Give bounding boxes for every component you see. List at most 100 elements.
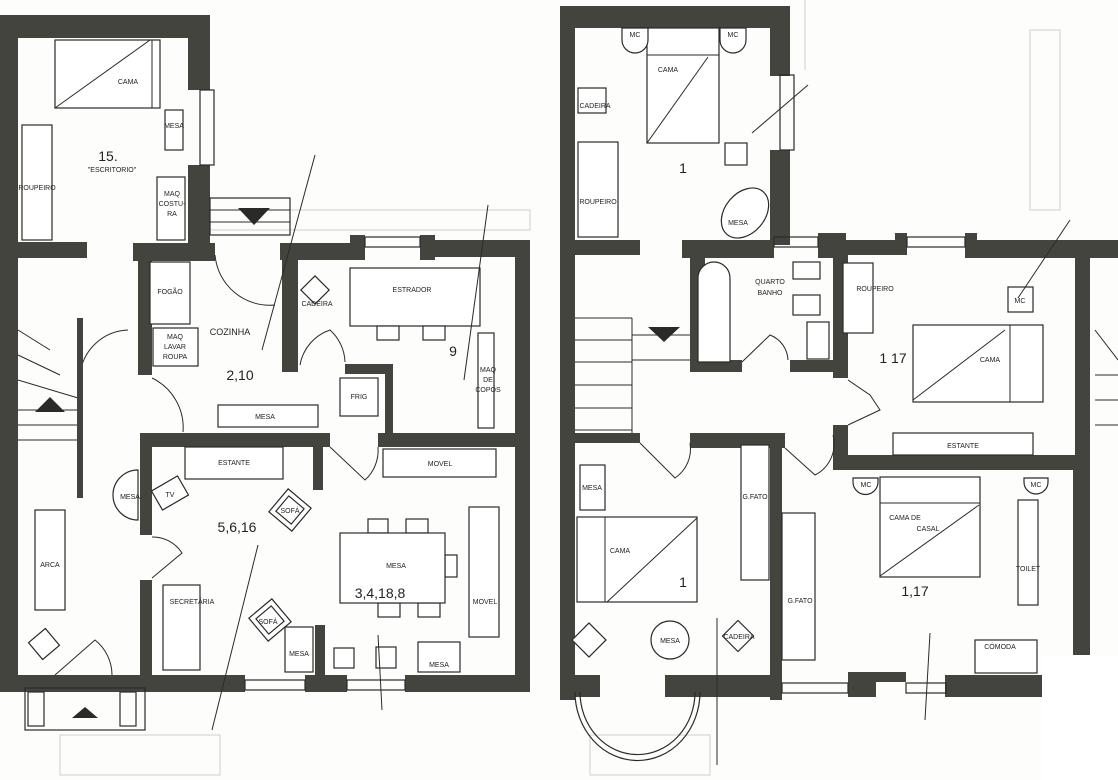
bedroom-top-chair-label: CADEIRA	[579, 103, 610, 110]
bedroom-right-bookcase: ESTANTE	[892, 432, 1034, 456]
sofa-1: SOFÁ	[268, 488, 312, 532]
hall-chair	[27, 627, 61, 661]
fridge-label: FRIG	[351, 394, 368, 401]
dining-small-table: MESA	[417, 641, 461, 673]
room9-chair: CADEIRA	[300, 275, 333, 308]
bedroom-left-wardrobe-label: G.FATO	[742, 494, 768, 501]
office-wardrobe-label: ROUPEIRO	[18, 185, 56, 192]
office-wardrobe: ROUPEIRO	[18, 124, 56, 241]
first-floor-doors	[639, 334, 881, 479]
sofa-2: SOFÁ	[248, 598, 292, 642]
bathroom-name: QUARTO	[755, 279, 785, 286]
bedroom-left-chair: CADEIRA	[721, 619, 755, 653]
office-bed: CAMA	[54, 39, 161, 109]
chair	[724, 142, 748, 166]
first-stairs	[575, 317, 1118, 433]
dining-table-label: MESA	[386, 563, 406, 570]
hall-table: MESA	[112, 469, 140, 521]
bedroom-right-nightstand: MC	[1007, 286, 1034, 313]
bedroom-right-bed: CAMA	[912, 324, 1044, 403]
dressing-table: TOILET	[1016, 499, 1041, 606]
bedroom-top-chair: CADEIRA	[577, 87, 611, 114]
secretary-desk: SECRETÁRIA	[162, 584, 215, 671]
bedroom-left-chair-label: CADEIRA	[723, 634, 754, 641]
kitchen-table-label: MESA	[255, 414, 275, 421]
secretary-desk-label: SECRETÁRIA	[170, 597, 215, 606]
bedroom-right-nightstand-label: MC	[1015, 298, 1026, 305]
living-small-table: MESA	[284, 626, 314, 673]
sideboard-top-label: MOVEL	[428, 461, 453, 468]
up-arrow-icon	[35, 397, 65, 412]
ground-floor-windows	[199, 89, 421, 691]
bedroom-left-round-table: MESA	[650, 620, 690, 660]
bedroom-top-table: MESA	[720, 187, 770, 239]
tv: TV	[150, 475, 190, 511]
room9-chair-label: CADEIRA	[301, 301, 332, 308]
bathroom-name: BANHO	[758, 290, 783, 297]
sink	[792, 261, 821, 280]
bedroom-right-wardrobe: ROUPEIRO	[842, 262, 894, 334]
dining-table: MESA	[339, 518, 458, 618]
kitchen-name: COZINHA	[210, 327, 251, 337]
glass-machine-label: MAQ	[480, 367, 497, 374]
bedside-label: MC	[630, 32, 641, 39]
double-bed-label: CAMA DE	[889, 515, 921, 522]
estrador: ESTRADOR	[349, 267, 481, 341]
double-bed-label: CASAL	[917, 526, 940, 533]
down-arrow-icon	[648, 327, 680, 342]
sofa-1-label: SOFÁ	[280, 506, 299, 515]
bedside-label: MC	[861, 482, 872, 489]
washing-machine-label: LAVAR	[164, 344, 186, 351]
bedroom-right-bookcase-label: ESTANTE	[947, 443, 979, 450]
bedroom-left-round-table-label: MESA	[660, 638, 680, 645]
entrance-porch	[24, 687, 146, 731]
bedroom-top-bed-label: CAMA	[658, 67, 679, 74]
blank-corner	[1042, 655, 1118, 780]
bedroom-top-wardrobe: ROUPEIRO	[577, 141, 619, 238]
glass-machine: MAQ DE COPOS	[475, 332, 501, 429]
bedside-2: MC	[719, 27, 747, 54]
dining-number: 3,4,18,8	[355, 585, 406, 601]
bedside-1: MC	[621, 27, 649, 54]
bedroom-top-wardrobe-label: ROUPEIRO	[579, 199, 617, 206]
bedroom-left-desk: MESA	[579, 464, 606, 511]
ground-floor-walls	[0, 15, 530, 692]
main-bedside-1: MC	[852, 477, 879, 496]
double-bed: CAMA DE CASAL	[879, 476, 981, 578]
main-wardrobe-label: G.FATO	[787, 598, 813, 605]
bedroom-left-number: 1	[679, 574, 687, 590]
office-bed-label: CAMA	[118, 79, 139, 86]
toilet	[806, 321, 830, 360]
sideboard-right: MOVEL	[468, 506, 500, 638]
washing-machine-label: MAQ	[167, 334, 184, 341]
dining-small-table-label: MESA	[429, 662, 449, 669]
bathtub	[697, 261, 731, 363]
sideboard-right-label: MOVEL	[473, 599, 498, 606]
washing-machine-label: ROUPA	[163, 354, 188, 361]
view-arrows	[211, 154, 489, 731]
stove-label: FOGÃO	[157, 287, 183, 296]
bedroom-top-number: 1	[679, 160, 687, 176]
entry-steps	[209, 197, 291, 236]
bedroom-left-wardrobe: G.FATO	[740, 444, 770, 581]
bedroom-top-bed: CAMA	[646, 27, 720, 144]
bedside-label: MC	[1031, 482, 1042, 489]
ground-floor-doors	[54, 254, 379, 676]
chest-of-drawers: CÓMODA	[974, 639, 1038, 674]
bedroom-left-desk-label: MESA	[582, 485, 602, 492]
sewing-machine-label: MAQ	[164, 191, 181, 198]
office-desk-label: MESA	[164, 123, 184, 130]
sewing-machine-label: COSTU-	[159, 201, 187, 208]
living-number: 5,6,16	[218, 519, 257, 535]
first-floor-windows	[574, 74, 966, 762]
down-arrow-icon	[238, 208, 270, 225]
bedroom-main-number: 1,17	[901, 583, 928, 599]
ground-stairs	[17, 318, 83, 498]
bedroom-right-wardrobe-label: ROUPEIRO	[856, 286, 894, 293]
stove: FOGÃO	[149, 261, 191, 325]
view-arrows-first	[716, 84, 1071, 765]
sewing-machine-label: RA	[167, 211, 177, 218]
sink	[792, 294, 821, 316]
chest: ARCA	[34, 509, 66, 611]
